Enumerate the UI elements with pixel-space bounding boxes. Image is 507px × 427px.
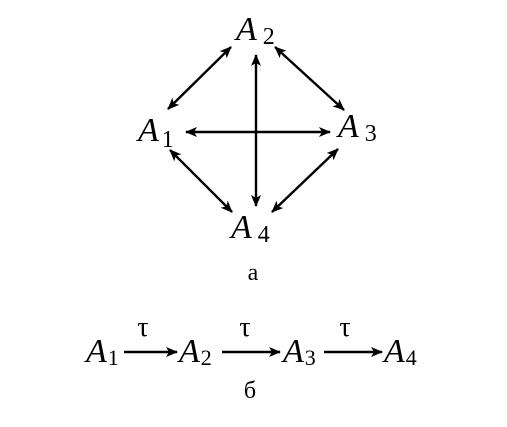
edge-a2-a3 [274, 46, 345, 111]
edge-a4-a1 [169, 149, 233, 213]
caption-a: а [248, 260, 259, 286]
chain-edge-label-2: τ [239, 312, 250, 343]
edge-a1-a2 [167, 46, 232, 110]
edge-a3-a4 [271, 148, 339, 213]
chain-node-a3-label: A3 [281, 333, 316, 370]
diagram-b: A1 τ A2 τ A3 τ A4 б [84, 312, 417, 404]
chain-node-a2-label: A2 [177, 333, 212, 370]
chain-edge-label-3: τ [339, 312, 350, 343]
caption-b: б [244, 378, 256, 404]
chain-node-a1-label: A1 [84, 333, 119, 370]
chain-edge-label-1: τ [137, 312, 148, 343]
chain-node-a4-label: A4 [382, 333, 417, 370]
